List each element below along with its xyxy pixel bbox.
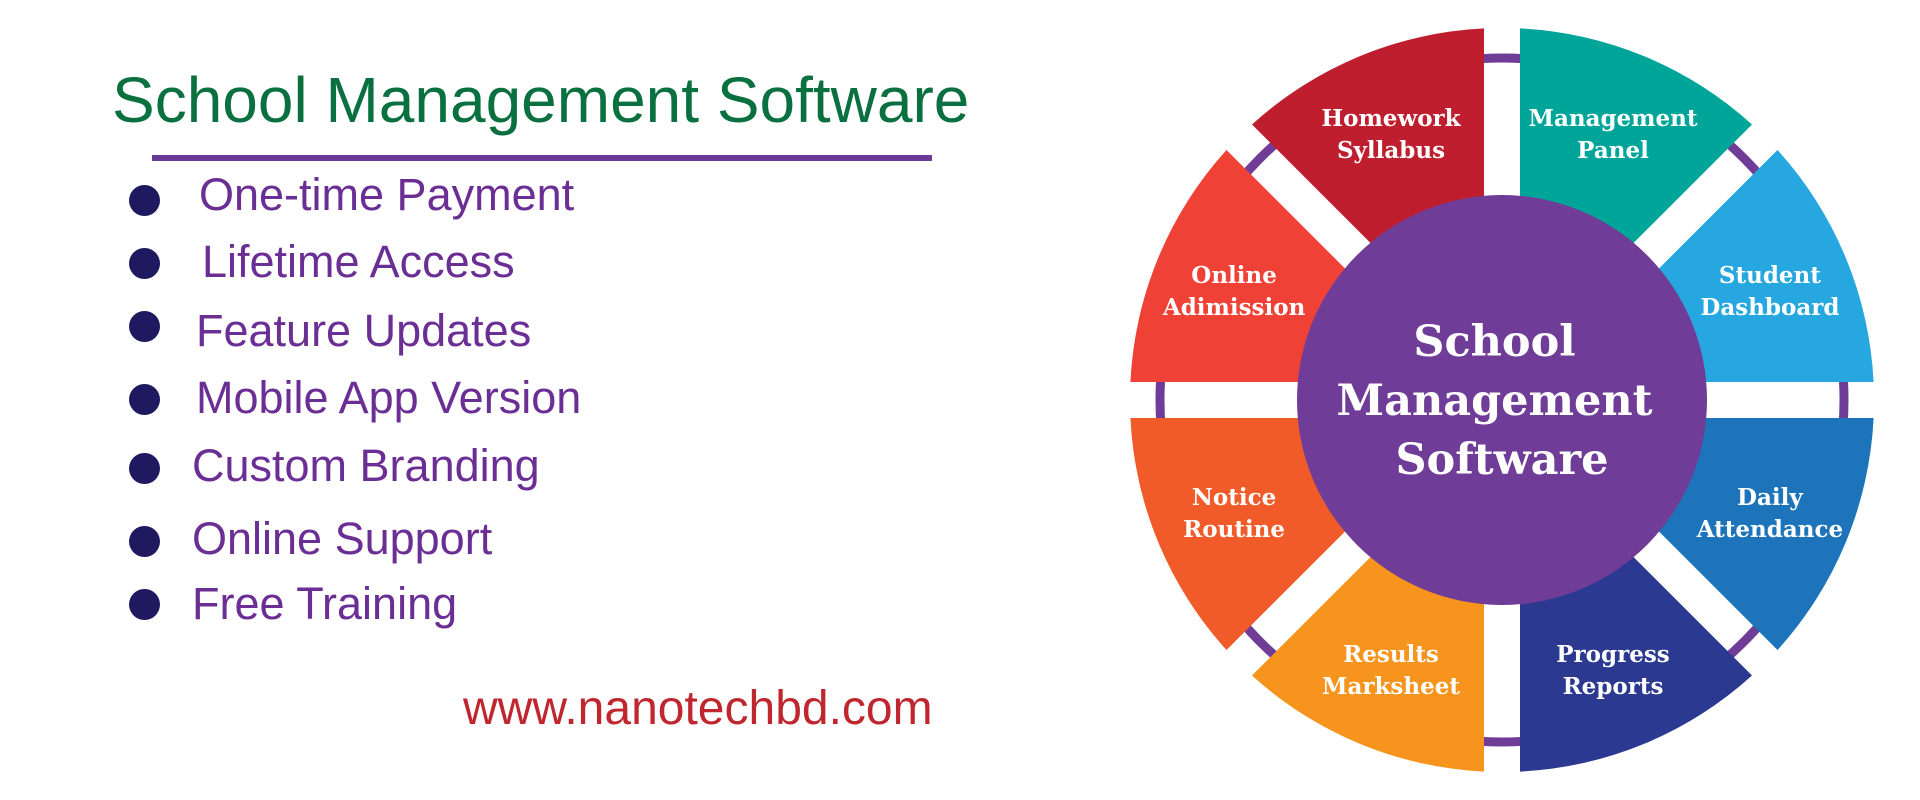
feature-label: Custom Branding — [192, 440, 540, 491]
bullet-icon — [129, 453, 160, 484]
segment-label-line: Marksheet — [1322, 673, 1460, 700]
hub-label: School Management Software — [1337, 317, 1668, 485]
website-url: www.nanotechbd.com — [463, 682, 933, 735]
segment-label-line: Attendance — [1696, 516, 1843, 543]
bullet-icon — [129, 248, 160, 279]
wheel-segment — [1252, 28, 1484, 247]
bullet-icon — [129, 185, 160, 216]
segment-label-line: Panel — [1577, 137, 1649, 164]
wheel-segment — [1252, 553, 1484, 772]
bullet-icon — [129, 526, 160, 557]
segment-label-line: Syllabus — [1337, 137, 1445, 164]
wheel-segment — [1130, 150, 1349, 382]
bullet-icon — [129, 589, 160, 620]
bullet-icon — [129, 384, 160, 415]
segment-label-line: Online — [1191, 262, 1277, 289]
segment-label-line: Routine — [1183, 516, 1285, 543]
segment-label-line: Progress — [1556, 641, 1669, 668]
hub-label-line: Software — [1396, 435, 1609, 485]
wheel-segment — [1520, 28, 1752, 247]
title-underline — [152, 155, 932, 161]
feature-label: Lifetime Access — [202, 236, 515, 287]
segment-label-line: Student — [1719, 262, 1821, 289]
wheel-segment — [1655, 150, 1874, 382]
feature-label: Free Training — [192, 578, 458, 629]
segment-label-line: Daily — [1737, 484, 1803, 511]
segment-label-line: Dashboard — [1700, 294, 1839, 321]
bullet-icon — [129, 311, 160, 342]
wheel-segment — [1130, 418, 1349, 650]
feature-label: Feature Updates — [196, 305, 532, 356]
wheel-segment — [1520, 553, 1752, 772]
hub-label-line: School — [1413, 317, 1575, 367]
segment-label-line: Notice — [1192, 484, 1276, 511]
hub-circle — [1297, 195, 1707, 605]
wheel-segment — [1655, 418, 1874, 650]
outer-ring — [1155, 53, 1849, 747]
feature-label: Online Support — [192, 513, 493, 564]
segment-label-line: Reports — [1563, 673, 1664, 700]
feature-label: Mobile App Version — [196, 372, 582, 423]
segment-label-line: Results — [1343, 641, 1439, 668]
segment-label-line: Adimission — [1162, 294, 1306, 321]
hub-label-line: Management — [1337, 376, 1653, 426]
segment-label-line: Management — [1528, 105, 1697, 132]
page-title: School Management Software — [112, 64, 970, 136]
segment-label-line: Homework — [1321, 105, 1461, 132]
feature-label: One-time Payment — [199, 169, 575, 220]
